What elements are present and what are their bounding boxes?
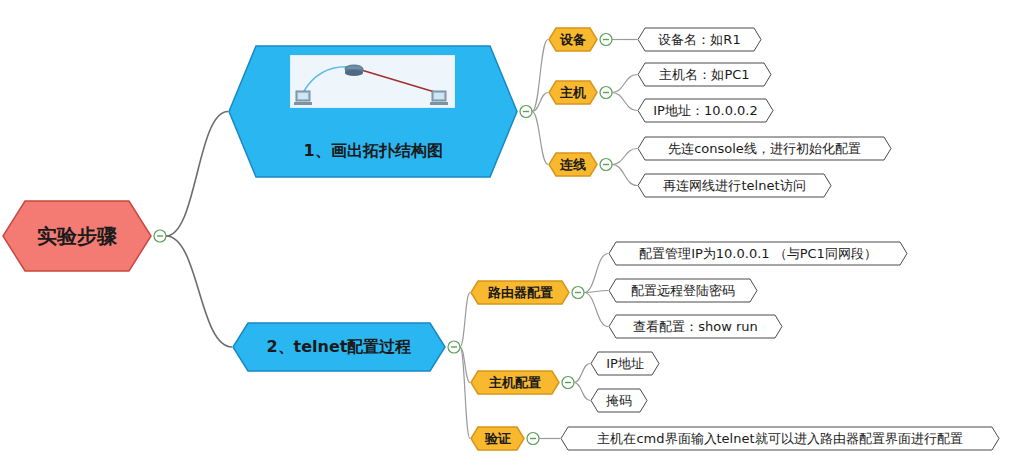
subtopic-tag: 路由器配置 [470, 280, 570, 305]
pc-icon [430, 91, 448, 105]
node-shape [591, 389, 647, 412]
leaf-tag: 先连console线，进行初始化配置 [637, 136, 892, 161]
node-shape [638, 28, 761, 51]
leaf-tag: 再连网线进行telnet访问 [637, 173, 832, 198]
branch-line [460, 347, 470, 439]
node-shape [471, 427, 524, 450]
node-shape [3, 201, 151, 271]
node-label: 配置远程登陆密码 [631, 282, 735, 300]
collapse-toggle [600, 159, 612, 171]
branch-line [584, 291, 608, 293]
node-label: 先连console线，进行初始化配置 [668, 140, 861, 158]
branch-line [460, 293, 470, 348]
collapse-toggle [600, 87, 612, 99]
node-label: 主机名：如PC1 [659, 66, 749, 84]
node-shape [549, 28, 597, 51]
collapse-toggle [520, 106, 532, 118]
collapse-toggle [600, 34, 612, 46]
collapse-toggle [572, 287, 584, 299]
leaf-tag: 主机名：如PC1 [637, 62, 772, 87]
node-shape [549, 153, 597, 176]
collapse-toggle [527, 433, 539, 445]
leaf-tag: 主机在cmd界面输入telnet就可以进入路由器配置界面进行配置 [560, 426, 1000, 451]
branch-line [612, 165, 637, 186]
leaf-tag: IP地址：10.0.0.2 [637, 98, 774, 123]
node-label: 实验步骤 [37, 223, 117, 250]
node-label: 再连网线进行telnet访问 [663, 177, 805, 195]
node-label: 主机配置 [489, 374, 541, 392]
branch-line [612, 39, 637, 40]
node-shape [233, 323, 445, 371]
branch-line [584, 293, 608, 327]
node-shape [638, 174, 831, 197]
node-label: 主机 [560, 84, 586, 102]
branch-line [574, 383, 590, 401]
branch-line [166, 236, 232, 347]
node-label: 配置管理IP为10.0.0.1 （与PC1同网段） [639, 245, 877, 263]
topology-thumbnail [290, 55, 455, 108]
leaf-tag: 配置管理IP为10.0.0.1 （与PC1同网段） [608, 241, 908, 266]
node-label: 验证 [485, 430, 511, 448]
branch-line [532, 40, 548, 112]
topic-hexagon: 1、画出拓扑结构图 [228, 45, 518, 178]
leaf-tag: 掩码 [590, 388, 648, 413]
branch-line [574, 364, 590, 383]
root-hexagon: 实验步骤 [2, 200, 152, 272]
node-shape [609, 242, 907, 265]
subtopic-tag: 验证 [470, 426, 525, 451]
branch-line [539, 438, 560, 439]
branch-line [612, 75, 637, 93]
node-shape [638, 99, 773, 122]
node-shape [609, 279, 757, 302]
node-label: 2、telnet配置过程 [266, 337, 411, 358]
branch-line [166, 112, 228, 237]
node-label: 设备名：如R1 [658, 31, 740, 49]
branch-line [612, 149, 637, 165]
node-shape [638, 137, 891, 160]
node-shape [549, 81, 597, 104]
subtopic-tag: 主机 [548, 80, 598, 105]
branch-line [532, 112, 548, 165]
node-label: 设备 [560, 31, 586, 49]
node-label: IP地址 [606, 355, 644, 373]
node-label: 掩码 [606, 392, 632, 410]
subtopic-tag: 设备 [548, 27, 598, 52]
pc-icon [294, 91, 312, 105]
node-shape [471, 371, 559, 394]
node-shape [591, 352, 659, 375]
router-icon [345, 65, 363, 76]
leaf-tag: IP地址 [590, 351, 660, 376]
node-label: 主机在cmd界面输入telnet就可以进入路由器配置界面进行配置 [597, 430, 962, 448]
node-shape [471, 281, 569, 304]
node-shape [638, 63, 771, 86]
topic-hexagon: 2、telnet配置过程 [232, 322, 446, 372]
node-shape [229, 46, 517, 177]
branch-line [532, 93, 548, 112]
node-label: 连线 [560, 156, 586, 174]
node-shape [609, 315, 782, 338]
leaf-tag: 查看配置：show run [608, 314, 783, 339]
leaf-tag: 配置远程登陆密码 [608, 278, 758, 303]
branch-line [584, 254, 608, 293]
branch-line [612, 93, 637, 111]
node-label: IP地址：10.0.0.2 [653, 102, 757, 120]
leaf-tag: 设备名：如R1 [637, 27, 762, 52]
node-label: 路由器配置 [488, 284, 553, 302]
subtopic-tag: 连线 [548, 152, 598, 177]
node-label: 查看配置：show run [633, 318, 758, 336]
collapse-toggle [562, 377, 574, 389]
collapse-toggle [448, 341, 460, 353]
node-shape [561, 427, 999, 450]
collapse-toggle [154, 230, 166, 242]
subtopic-tag: 主机配置 [470, 370, 560, 395]
node-label: 1、画出拓扑结构图 [303, 141, 442, 162]
